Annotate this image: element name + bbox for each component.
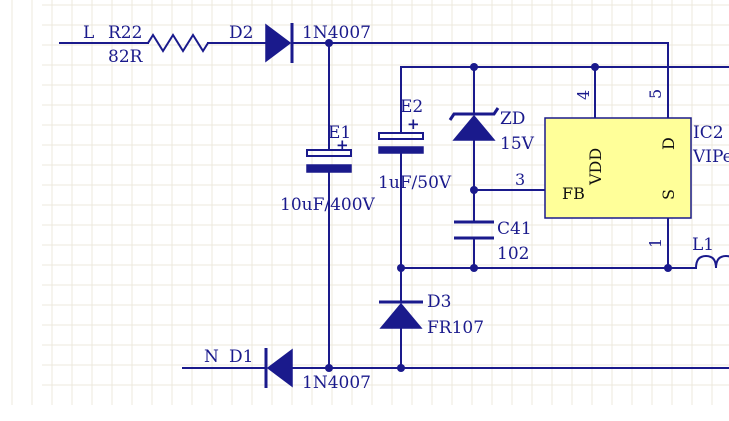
inductor-l1 xyxy=(695,254,729,269)
label-c41-value: 102 xyxy=(497,244,529,264)
diode-d2 xyxy=(265,23,294,63)
diode-d1 xyxy=(264,348,293,388)
label-d3: D3 xyxy=(427,292,451,312)
label-zd-value: 15V xyxy=(500,134,535,154)
label-r22: R22 xyxy=(108,23,142,43)
pin-3-label: 3 xyxy=(515,170,525,189)
ic2-chip: VDD D FB S xyxy=(544,117,692,219)
ic-s-label: S xyxy=(659,189,678,200)
label-d1: D1 xyxy=(229,347,253,367)
label-ic2: IC2 xyxy=(693,123,724,143)
label-e2-value: 1uF/50V xyxy=(378,173,452,193)
ic-vdd-label: VDD xyxy=(586,148,605,186)
ic-d-label: D xyxy=(659,137,678,150)
label-d2-value: 1N4007 xyxy=(302,23,371,43)
label-e2: E2 xyxy=(400,97,423,117)
label-zd: ZD xyxy=(500,109,525,129)
component-labels: L R22 82R D2 1N4007 E1 10uF/400V E2 1uF/… xyxy=(83,23,729,393)
label-l: L xyxy=(83,23,94,43)
pin-5-label: 5 xyxy=(646,89,665,99)
label-e1: E1 xyxy=(328,123,351,143)
label-e1-value: 10uF/400V xyxy=(280,195,376,215)
pin-1-label: 1 xyxy=(646,238,665,248)
e2-plus: + xyxy=(407,115,420,133)
label-d3-value: FR107 xyxy=(427,318,484,338)
label-d1-value: 1N4007 xyxy=(302,373,371,393)
wires xyxy=(59,42,729,369)
diode-d3 xyxy=(379,300,423,329)
junction-dots xyxy=(325,39,672,372)
label-c41: C41 xyxy=(497,219,532,239)
zener-zd xyxy=(448,107,500,141)
label-82r: 82R xyxy=(108,47,144,67)
resistor-r22 xyxy=(147,33,209,53)
e1-plus: + xyxy=(336,136,349,154)
capacitor-c41 xyxy=(454,220,494,240)
label-d2: D2 xyxy=(229,23,253,43)
label-l1: L1 xyxy=(692,235,714,255)
pin-4-label: 4 xyxy=(574,90,593,100)
capacitor-e2: + xyxy=(378,115,424,154)
label-ic2-value: VIPe xyxy=(692,147,729,167)
capacitor-e1: + xyxy=(306,136,352,173)
ic-fb-label: FB xyxy=(562,184,585,203)
label-n: N xyxy=(204,347,219,367)
